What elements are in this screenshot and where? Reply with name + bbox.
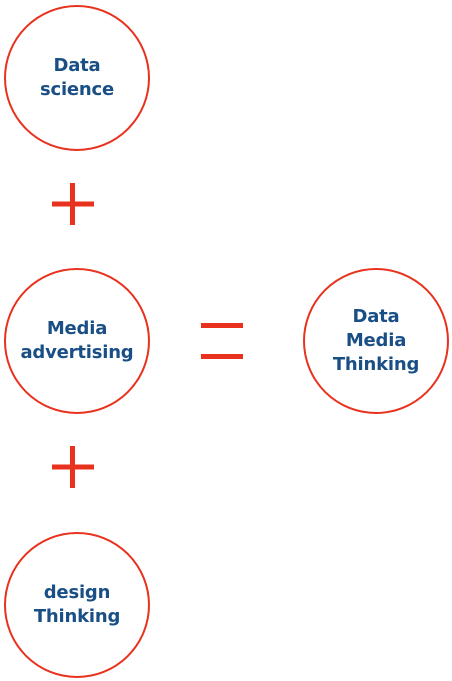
media-advertising-label: Media advertising: [20, 318, 134, 363]
design-thinking-node: design Thinking: [4, 532, 150, 678]
equals-icon: [201, 323, 243, 359]
data-media-thinking-label: Data Media Thinking: [332, 306, 420, 375]
media-advertising-node: Media advertising: [4, 268, 150, 414]
plus-icon: [52, 446, 94, 488]
data-science-node: Data science: [4, 5, 150, 151]
design-thinking-label: design Thinking: [33, 582, 121, 627]
data-media-thinking-node: Data Media Thinking: [303, 268, 449, 414]
data-science-label: Data science: [39, 55, 115, 100]
plus-icon: [52, 183, 94, 225]
